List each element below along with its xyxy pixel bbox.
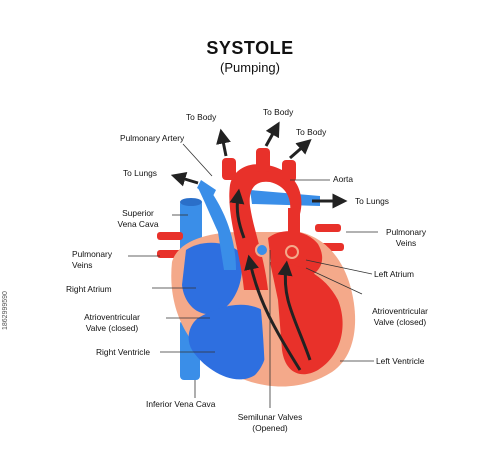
pulmonary-artery-branch-left [197, 180, 216, 198]
label-semilunar-valves-line2: (Opened) [252, 423, 288, 433]
label-to-body-2: To Body [263, 107, 294, 117]
label-semilunar-valves-line1: Semilunar Valves [237, 412, 303, 422]
label-pulmonary-veins-right-line1: Pulmonary [385, 227, 427, 237]
pulmonary-artery-branch-right [250, 190, 320, 206]
leader-pulmonary-artery [182, 143, 213, 177]
label-to-body-3: To Body [296, 127, 327, 137]
semilunar-valve-pulmonary [255, 243, 269, 257]
label-right-atrium: Right Atrium [66, 284, 112, 294]
label-pulmonary-veins-left-line1: Pulmonary [72, 249, 113, 259]
pulmonary-vein-right-1 [315, 224, 341, 232]
label-semilunar-valves: Semilunar Valves (Opened) [220, 412, 320, 434]
stock-id: 1862999590 [2, 291, 9, 330]
aorta-branch-3 [282, 160, 296, 182]
diagram-title: SYSTOLE [206, 38, 294, 58]
label-pulmonary-artery: Pulmonary Artery [120, 133, 185, 143]
arrow-to-body-3 [289, 139, 312, 160]
label-left-atrium: Left Atrium [374, 269, 415, 279]
arrow-to-lungs-left [170, 171, 199, 187]
label-aorta: Aorta [333, 174, 354, 184]
label-to-lungs-right: To Lungs [355, 196, 389, 206]
arrow-to-body-1 [216, 128, 231, 157]
leader-left-atrium [305, 259, 373, 275]
aorta-descending [288, 208, 300, 236]
semilunar-valve-aortic [285, 245, 299, 259]
label-inferior-vena-cava: Inferior Vena Cava [146, 399, 216, 409]
pulmonary-artery-vessel [198, 185, 236, 270]
flow-arrow-pulmonary-up [229, 188, 246, 239]
label-to-body-1: To Body [186, 112, 217, 122]
label-left-ventricle: Left Ventricle [376, 356, 425, 366]
right-ventricle-chamber [188, 304, 269, 380]
arrow-to-body-2 [264, 121, 280, 147]
label-av-valve-left-line1: Atrioventricular [84, 312, 140, 322]
label-pulmonary-veins-left: Pulmonary Veins [72, 249, 112, 271]
flow-arrow-right-ventricle [244, 254, 302, 371]
label-superior-vena-cava-line2: Vena Cava [117, 219, 159, 229]
label-superior-vena-cava: Superior Vena Cava [106, 208, 170, 230]
label-av-valve-left-line2: Valve (closed) [85, 323, 139, 333]
diagram-subtitle: (Pumping) [220, 60, 280, 75]
leader-av-valve-right [305, 267, 363, 295]
aorta-branch-1 [222, 158, 236, 180]
label-av-valve-right-line1: Atrioventricular [372, 306, 428, 316]
flow-arrow-left-ventricle [277, 260, 312, 361]
label-av-valve-right: Atrioventricular Valve (closed) [360, 306, 440, 328]
label-pulmonary-veins-right-line2: Veins [395, 238, 417, 248]
pulmonary-vein-left-1 [157, 232, 183, 240]
label-pulmonary-veins-right: Pulmonary Veins [378, 227, 434, 249]
label-right-ventricle: Right Ventricle [96, 347, 150, 357]
label-superior-vena-cava-line1: Superior [122, 208, 154, 218]
leader-lines [128, 143, 378, 408]
aorta-branch-2 [256, 148, 270, 172]
label-av-valve-right-line2: Valve (closed) [373, 317, 427, 327]
label-pulmonary-veins-left-line2: Veins [72, 260, 93, 270]
left-ventricle-chamber [270, 262, 343, 375]
label-to-lungs-left: To Lungs [123, 168, 157, 178]
label-av-valve-left: Atrioventricular Valve (closed) [58, 312, 166, 334]
